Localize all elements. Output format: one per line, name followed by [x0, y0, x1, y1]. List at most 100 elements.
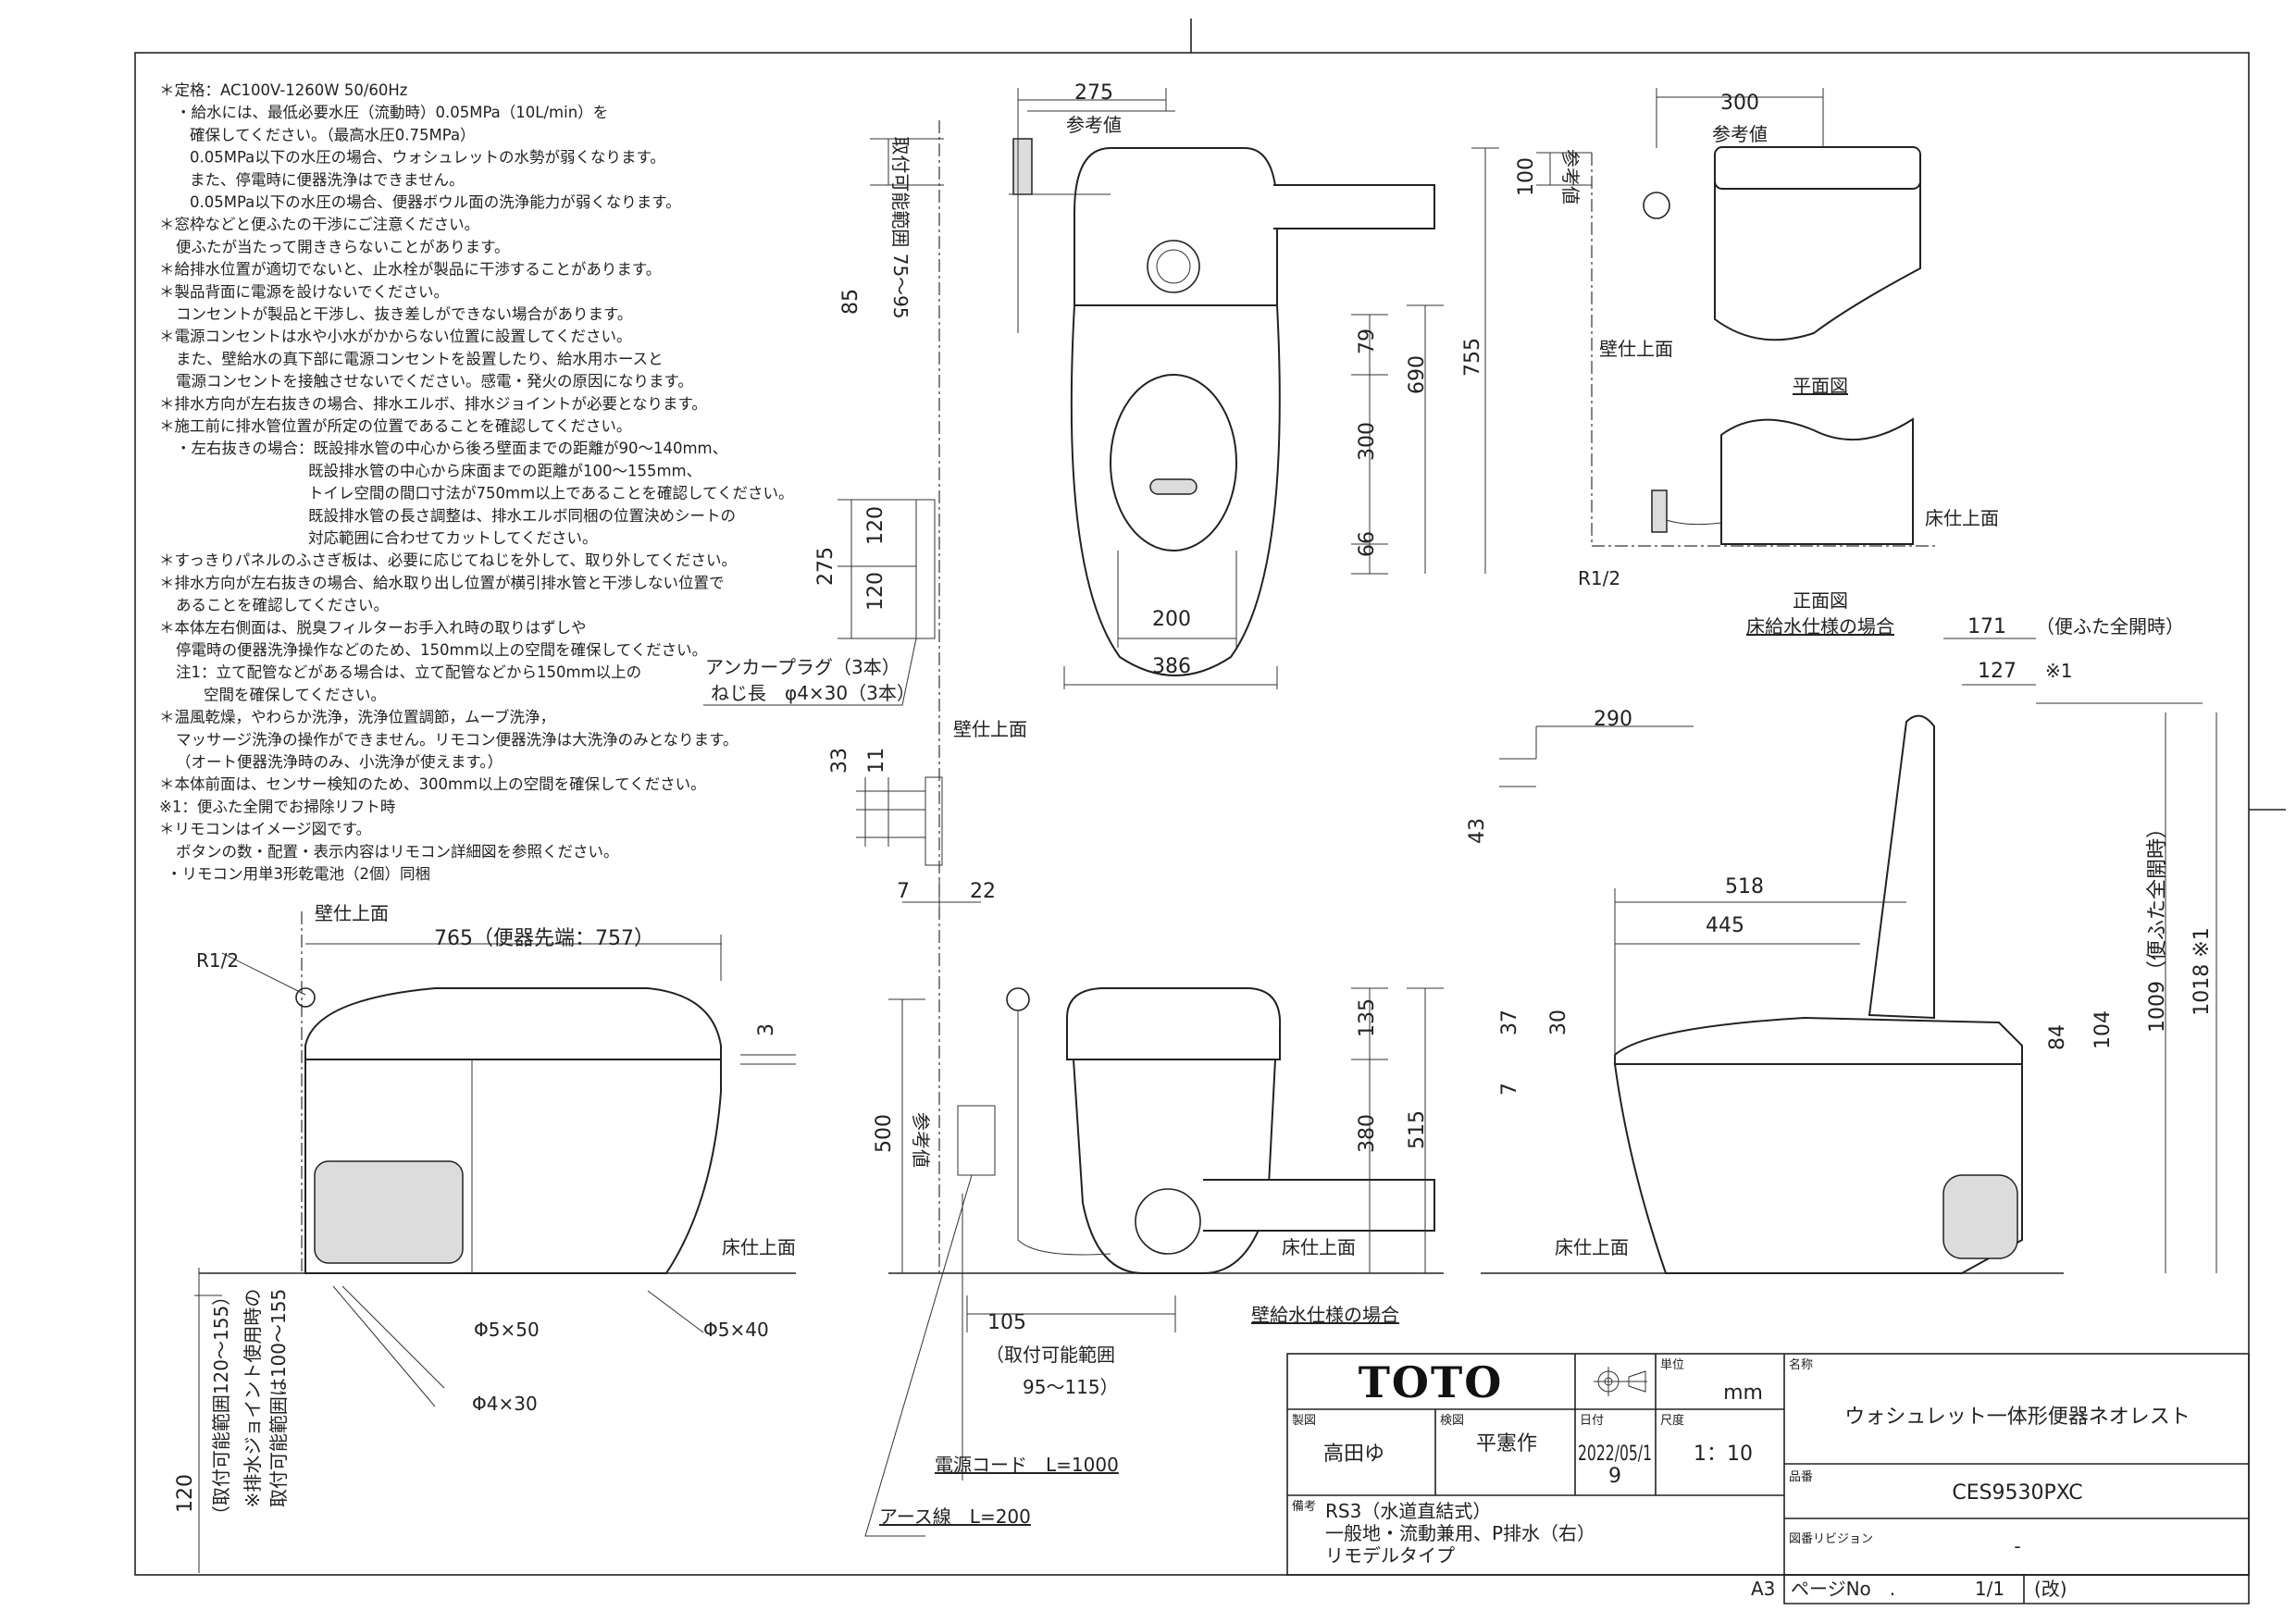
- part-number-label: 品番: [1789, 1470, 1813, 1484]
- dim-120-lower: 120: [864, 572, 887, 611]
- tank-outline: [1074, 147, 1278, 306]
- note-line: ＊排水方向が左右抜きの場合、給水取り出し位置が横引排水管と干渉しない位置で: [159, 574, 725, 591]
- screw-5x40-label: Φ5×40: [703, 1319, 769, 1341]
- plan-floor-label: 床仕上面: [1925, 507, 1999, 529]
- dim-120-upper: 120: [864, 506, 887, 545]
- ref-value-label: 参考値: [1066, 114, 1122, 136]
- right-body: [1613, 1063, 2023, 1274]
- page-label: ページNo .: [1791, 1578, 1895, 1600]
- flush-valve: [1147, 240, 1200, 293]
- supply-hose: [1660, 517, 1722, 526]
- dim-275: 275: [1074, 81, 1113, 105]
- note-line: 0.05MPa以下の水圧の場合、ウォシュレットの水勢が弱くなります。: [190, 149, 665, 167]
- internal-unit: [1942, 1174, 2018, 1259]
- note-line: ＊本体前面は、センサー検知のため、300mm以上の空間を確保してください。: [159, 775, 706, 793]
- unit-label: 単位: [1660, 1357, 1684, 1372]
- dim-120-drain: 120: [174, 1474, 197, 1513]
- notes-block: ＊定格：AC100V-1260W 50/60Hz・給水には、最低必要水圧（流動時…: [159, 81, 794, 883]
- bowl-opening: [1110, 374, 1237, 551]
- dimension-lines: [1614, 888, 1906, 1064]
- dim-445: 445: [1706, 914, 1744, 937]
- right-side-view: 171 （便ふた全開時） 127 ※1 290 43 518 445 1009（…: [1466, 615, 2217, 1274]
- dim-33: 33: [828, 748, 851, 774]
- dim-135: 135: [1356, 998, 1379, 1037]
- dim-105: 105: [987, 1311, 1026, 1334]
- part-number: CES9530PXC: [1952, 1481, 2082, 1505]
- screw-4x30-label: Φ4×30: [472, 1393, 538, 1415]
- remarks-line-3: リモデルタイプ: [1325, 1544, 1455, 1567]
- note-line: ボタンの数・配置・表示内容はリモコン詳細図を参照ください。: [176, 843, 619, 861]
- drawn-label: 製図: [1292, 1414, 1316, 1428]
- stop-valve: [1012, 138, 1033, 195]
- front-elevation: 135 515 380 500 参考値 床仕上面 壁給水仕様の場合 105 （取…: [864, 987, 1444, 1537]
- remarks-line-2: 一般地・流動兼用、P排水（右）: [1325, 1522, 1595, 1544]
- dim-290: 290: [1594, 708, 1632, 731]
- checked-label: 検図: [1440, 1414, 1464, 1428]
- drain-outlet: [1135, 1188, 1201, 1255]
- top-view: 275 参考値 取付可能範囲 75～95 85 79 690 755 300 6…: [703, 81, 1499, 1273]
- toto-logo: TOTO: [1359, 1357, 1504, 1407]
- open-lid: [1868, 714, 1935, 1020]
- dim-37: 37: [1498, 1010, 1521, 1035]
- note-line: ＊製品背面に電源を設けないでください。: [159, 283, 449, 301]
- dim-380: 380: [1356, 1114, 1379, 1153]
- front-lid: [1066, 987, 1282, 1060]
- note-line: ・リモコン用単3形乾電池（2個）同梱: [167, 865, 430, 883]
- wall-floor-line: [1591, 153, 1939, 547]
- product-name: ウォシュレット一体形便器ネオレスト: [1844, 1406, 2191, 1429]
- plan-ref-label: 参考値: [1712, 123, 1768, 145]
- dim-66: 66: [1356, 531, 1379, 557]
- dim-104: 104: [2091, 1010, 2115, 1049]
- note-line: （オート便器洗浄時のみ、小洗浄が使えます。）: [176, 753, 503, 771]
- note-line: ＊窓枠などと便ふたの干渉にご注意ください。: [159, 216, 479, 233]
- wall-supply-valve: [1006, 987, 1030, 1011]
- dim-690: 690: [1406, 355, 1429, 394]
- note-line: あることを確認してください。: [176, 597, 389, 614]
- leader-lines: [864, 1174, 1176, 1537]
- dim-1009: 1009（便ふた全開時）: [2146, 818, 2169, 1033]
- drain-slot: [1149, 478, 1198, 495]
- lid-open-label: （便ふた全開時）: [2036, 615, 2184, 638]
- third-angle-projection-icon: [1594, 1367, 1647, 1396]
- power-cord-label: 電源コード L=1000: [935, 1454, 1119, 1476]
- remote-outline: [1499, 725, 1694, 787]
- note-line: また、停電時に便器洗浄はできません。: [190, 171, 465, 189]
- dimension-lines: [870, 138, 944, 186]
- note-line: マッサージ洗浄の操作ができません。リモコン便器洗浄は大洗浄のみとなります。: [176, 731, 738, 749]
- dim-85: 85: [839, 289, 863, 315]
- note-line: 注1：立て配管などがある場合は、立て配管などから150mm以上の: [176, 663, 641, 681]
- plan-view-title: 平面図: [1793, 375, 1848, 397]
- left-floor-label: 床仕上面: [722, 1236, 796, 1258]
- note-line: ・左右抜きの場合：既設排水管の中心から後ろ壁面までの距離が90～140mm、: [176, 440, 727, 457]
- note-line: ＊施工前に排水管位置が所定の位置であることを確認してください。: [159, 417, 631, 435]
- left-r12-label: R1/2: [196, 949, 239, 972]
- install-range-105-value: 95～115）: [1023, 1376, 1119, 1398]
- checked-by: 平憲作: [1476, 1432, 1537, 1456]
- revision-value: -: [2014, 1535, 2020, 1557]
- dimension-lines: [194, 935, 796, 1573]
- note-line: ＊本体左右側面は、脱臭フィルターお手入れ時の取りはずしや: [159, 619, 587, 637]
- front-body: [1072, 1059, 1277, 1274]
- front-ref-label: 参考値: [910, 1112, 932, 1168]
- name-label: 名称: [1789, 1357, 1813, 1372]
- dim-84: 84: [2046, 1024, 2069, 1050]
- anchor-plug-label: アンカープラグ（3本）: [705, 656, 900, 678]
- plan-dim-300: 300: [1720, 92, 1759, 115]
- dimension-lines: [1351, 147, 1499, 575]
- wall-finish-label: 壁仕上面: [953, 718, 1027, 740]
- install-range-label: 取付可能範囲 75～95: [889, 136, 912, 318]
- dim-300: 300: [1356, 422, 1379, 461]
- note-line: ・給水には、最低必要水圧（流動時）0.05MPa（10L/min）を: [176, 104, 608, 121]
- front-outline: [1720, 417, 1914, 545]
- dimension-lines: [1063, 551, 1278, 689]
- dim-3: 3: [755, 1023, 778, 1036]
- wall-bracket: [925, 776, 943, 866]
- dim-500: 500: [873, 1114, 896, 1153]
- revision-mark: (改): [2034, 1578, 2067, 1600]
- remote-bracket: [915, 499, 936, 639]
- flush-valve-inner: [1156, 249, 1191, 284]
- date-line-2: 9: [1608, 1465, 1621, 1488]
- note-line: ＊リモコンはイメージ図です。: [159, 821, 371, 838]
- drain-pipe: [1273, 184, 1435, 229]
- supply-valve-plan: [1643, 192, 1670, 219]
